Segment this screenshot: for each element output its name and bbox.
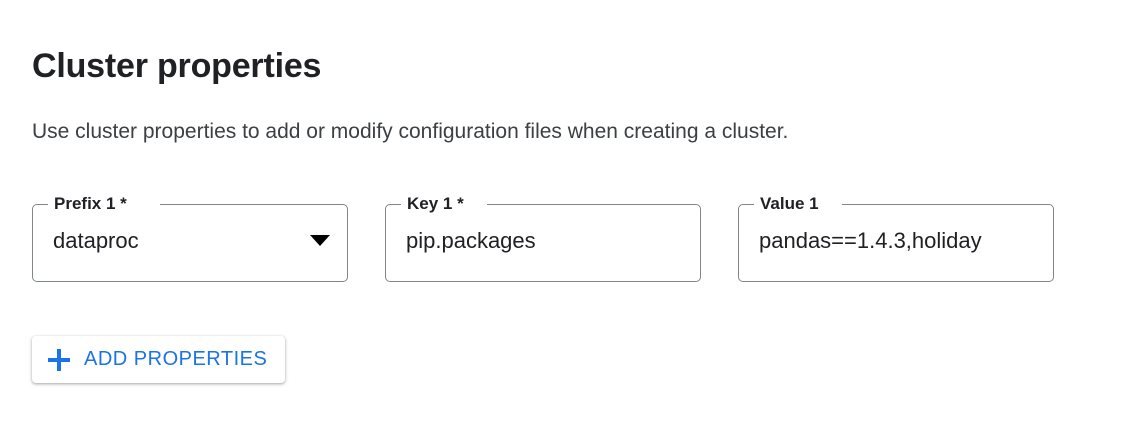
- value-field-1-label: Value 1: [760, 194, 819, 213]
- prefix-field-1[interactable]: Prefix 1 * dataproc: [32, 194, 348, 282]
- add-properties-button[interactable]: ADD PROPERTIES: [32, 336, 286, 383]
- properties-row: Prefix 1 * dataproc Key 1 * pip.packages…: [32, 194, 1092, 284]
- label-notch: [48, 203, 160, 206]
- key-field-1-value: pip.packages: [406, 228, 536, 253]
- page-description: Use cluster properties to add or modify …: [32, 120, 789, 143]
- prefix-field-1-value: dataproc: [53, 228, 139, 253]
- key-field-1-label: Key 1 *: [407, 194, 464, 213]
- value-field-1[interactable]: Value 1 pandas==1.4.3,holiday: [738, 194, 1054, 282]
- chevron-down-icon[interactable]: [310, 235, 330, 246]
- page-title: Cluster properties: [32, 46, 322, 85]
- label-notch: [754, 203, 842, 206]
- add-properties-button-label: ADD PROPERTIES: [84, 348, 268, 370]
- plus-icon: [48, 348, 70, 371]
- value-field-1-value: pandas==1.4.3,holiday: [759, 228, 982, 253]
- key-field-1[interactable]: Key 1 * pip.packages: [385, 194, 701, 282]
- prefix-field-1-label: Prefix 1 *: [54, 194, 127, 213]
- label-notch: [401, 203, 487, 206]
